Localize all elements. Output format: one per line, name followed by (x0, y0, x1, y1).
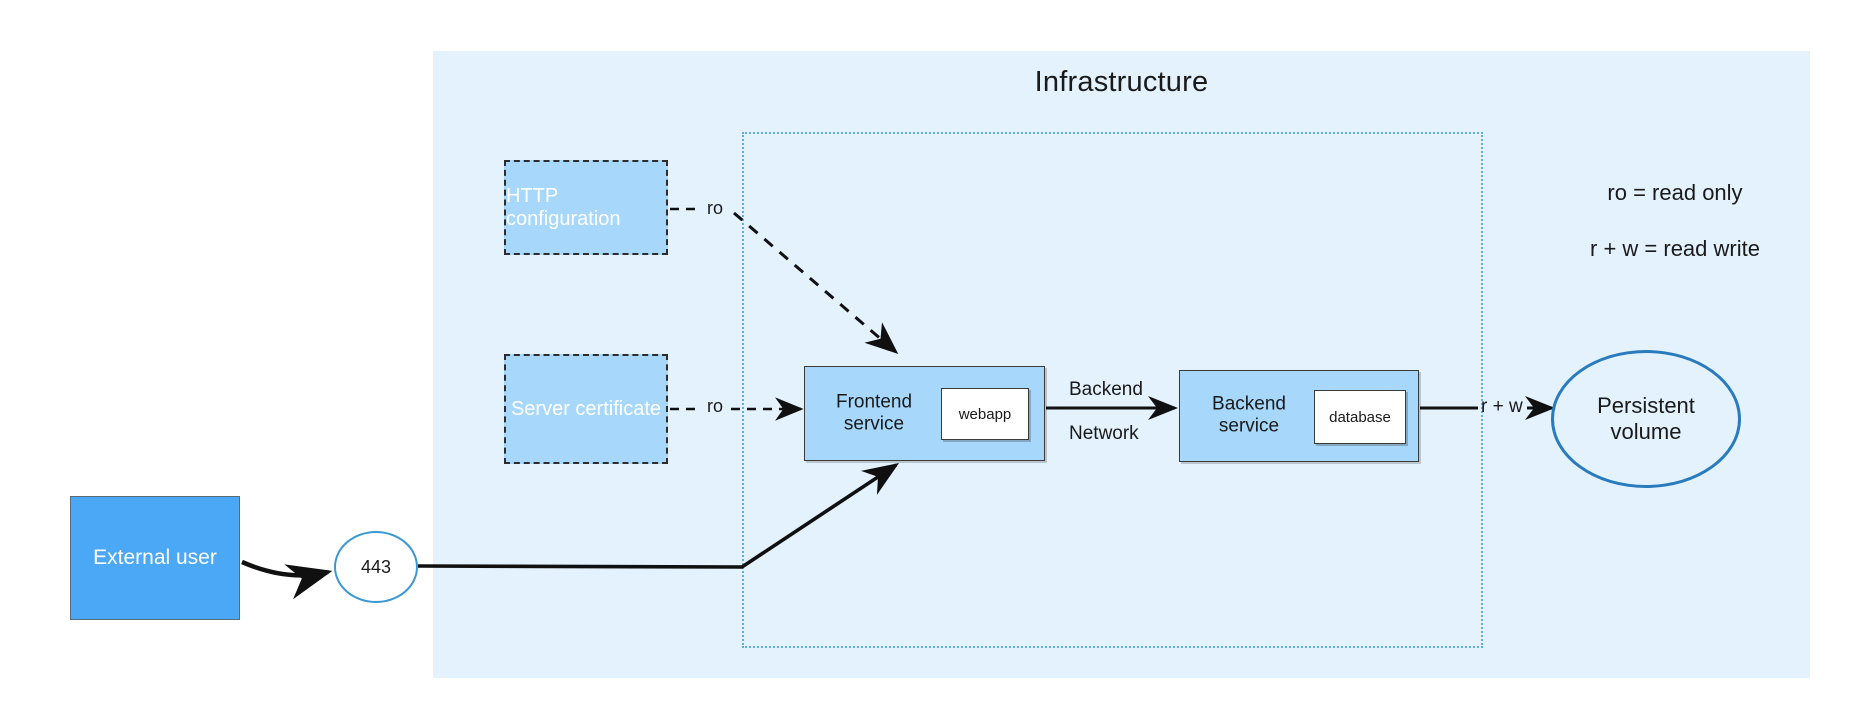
volume-label-line2: volume (1610, 419, 1682, 444)
node-persistent-volume[interactable]: Persistent volume (1551, 350, 1741, 488)
edge-label-network: Network (1069, 423, 1139, 444)
node-persistent-volume-label: Persistent volume (1597, 393, 1695, 446)
edge-label-backend: Backend (1069, 379, 1143, 400)
legend-item-rw: r + w = read write (1590, 236, 1760, 261)
edge-label-server-cert-ro: ro (707, 396, 724, 416)
node-http-configuration-label: HTTP configuration (506, 184, 621, 230)
container-webapp-label: webapp (958, 405, 1012, 423)
edge-label-http-config-ro: ro (707, 198, 724, 218)
backend-network-boundary (742, 132, 1483, 648)
container-database[interactable]: database (1314, 390, 1406, 444)
infrastructure-title: Infrastructure (1034, 66, 1209, 98)
container-database-label: database (1329, 408, 1391, 426)
node-server-certificate[interactable]: Server certificate (504, 354, 668, 464)
legend-item-ro: ro = read only (1607, 180, 1743, 205)
node-backend-service-label: Backend service (1194, 394, 1304, 439)
backend-label-line1: Backend (1212, 393, 1286, 415)
node-http-configuration[interactable]: HTTP configuration (504, 160, 668, 255)
node-frontend-service[interactable]: Frontend service webapp (804, 366, 1045, 461)
container-webapp[interactable]: webapp (941, 388, 1029, 440)
node-backend-service[interactable]: Backend service database (1179, 370, 1419, 462)
edge-external-user-to-port (241, 559, 333, 600)
node-port-443[interactable]: 443 (334, 531, 418, 603)
legend: ro = read only r + w = read write (1530, 180, 1820, 292)
frontend-label-line1: Frontend (835, 391, 913, 413)
node-frontend-service-label: Frontend service (819, 391, 929, 436)
node-server-certificate-label: Server certificate (510, 397, 662, 420)
node-external-user-label: External user (93, 546, 217, 569)
backend-label-line2: service (1218, 416, 1280, 437)
volume-label-line1: Persistent (1597, 392, 1695, 418)
node-external-user[interactable]: External user (70, 496, 240, 620)
frontend-label-line2: service (843, 413, 905, 435)
edge-label-read-write: r + w (1481, 396, 1523, 417)
node-port-443-label: 443 (360, 556, 392, 577)
